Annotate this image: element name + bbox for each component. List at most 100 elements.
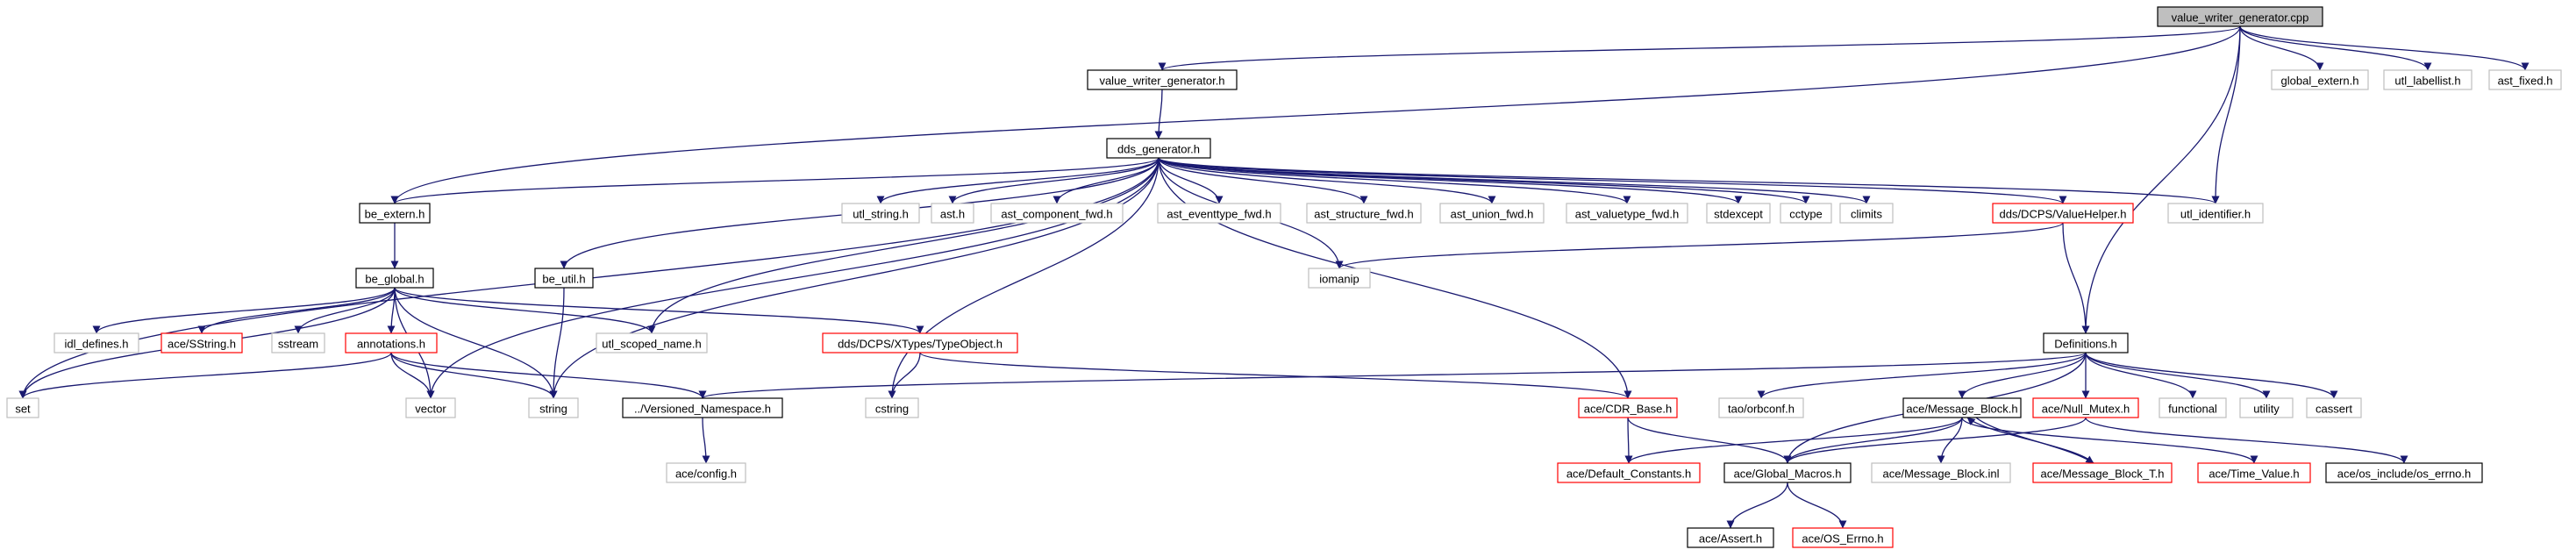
edge-definitions_h-to-message_block_h <box>1958 352 2087 399</box>
edge-annotations_h-to-set <box>18 352 392 399</box>
node-set: set <box>6 397 39 418</box>
node-sstream: sstream <box>271 332 325 353</box>
node-cdr_base_h[interactable]: ace/CDR_Base.h <box>1578 397 1678 418</box>
node-default_constants_h[interactable]: ace/Default_Constants.h <box>1557 462 1701 483</box>
edge-dds_generator_h-to-utl_scoped_name_h <box>647 157 1160 334</box>
edge-dds_generator_h-to-cstring <box>888 157 1160 399</box>
edge-message_block_t_h-to-message_block_h <box>1966 417 2094 464</box>
node-ast_union_fwd_h: ast_union_fwd.h <box>1439 203 1545 224</box>
edge-dds_generator_h-to-utl_identifier_h <box>1158 157 2220 204</box>
node-time_value_h[interactable]: ace/Time_Value.h <box>2197 462 2311 483</box>
node-box-utl_string_h <box>841 203 920 224</box>
node-box-definitions_h <box>2043 332 2129 353</box>
edge-be_global_h-to-sstring_h <box>197 287 396 334</box>
node-box-value_writer_generator_cpp <box>2157 6 2323 27</box>
node-label-orbconf_h: tao/orbconf.h <box>1728 403 1795 416</box>
node-label-climits: climits <box>1851 208 1883 221</box>
edge-dds_generator_h-to-climits <box>1158 157 1871 204</box>
node-versioned_namespace_h[interactable]: ../Versioned_Namespace.h <box>622 397 783 418</box>
node-box-sstring_h <box>161 332 243 353</box>
node-label-sstream: sstream <box>278 338 318 351</box>
node-be_global_h[interactable]: be_global.h <box>355 268 434 289</box>
node-utl_identifier_h: utl_identifier.h <box>2167 203 2264 224</box>
node-box-global_macros_h <box>1723 462 1852 483</box>
node-label-annotations_h: annotations.h <box>357 338 425 351</box>
node-label-valuehelper_h: dds/DCPS/ValueHelper.h <box>1999 208 2126 221</box>
edge-null_mutex_h-to-os_errno_include_h <box>2085 417 2408 464</box>
node-string: string <box>528 397 579 418</box>
node-box-annotations_h <box>345 332 438 353</box>
node-typeobject_h[interactable]: dds/DCPS/XTypes/TypeObject.h <box>822 332 1018 353</box>
node-null_mutex_h[interactable]: ace/Null_Mutex.h <box>2032 397 2139 418</box>
node-idl_defines_h: idl_defines.h <box>54 332 139 353</box>
node-label-be_global_h: be_global.h <box>365 273 424 286</box>
edge-value_writer_generator_cpp-to-utl_labellist_h <box>2239 25 2432 71</box>
edge-typeobject_h-to-cstring <box>888 352 921 399</box>
node-os_errno_h[interactable]: ace/OS_Errno.h <box>1792 527 1894 548</box>
node-box-ast_structure_fwd_h <box>1306 203 1422 224</box>
edge-be_global_h-to-string <box>394 287 558 399</box>
node-label-ast_fixed_h: ast_fixed.h <box>2498 75 2553 88</box>
node-label-iomanip: iomanip <box>1319 273 1359 286</box>
node-box-stdexcept <box>1706 203 1771 224</box>
node-climits: climits <box>1839 203 1894 224</box>
node-label-idl_defines_h: idl_defines.h <box>65 338 129 351</box>
node-message_block_t_h[interactable]: ace/Message_Block_T.h <box>2032 462 2173 483</box>
node-label-definitions_h: Definitions.h <box>2054 338 2117 351</box>
node-label-utility: utility <box>2253 403 2280 416</box>
node-layer: value_writer_generator.cpp value_writer_g… <box>6 6 2562 548</box>
node-box-ast_h <box>931 203 974 224</box>
node-box-ast_valuetype_fwd_h <box>1566 203 1688 224</box>
node-message_block_h[interactable]: ace/Message_Block.h <box>1902 397 2022 418</box>
node-box-typeobject_h <box>822 332 1018 353</box>
node-global_extern_h: global_extern.h <box>2271 69 2369 90</box>
edge-definitions_h-to-orbconf_h <box>1757 352 2087 399</box>
node-value_writer_generator_h[interactable]: value_writer_generator.h <box>1087 69 1238 90</box>
node-annotations_h[interactable]: annotations.h <box>345 332 438 353</box>
node-label-set: set <box>15 403 31 416</box>
node-utl_scoped_name_h: utl_scoped_name.h <box>596 332 708 353</box>
node-be_util_h[interactable]: be_util.h <box>534 268 594 289</box>
node-os_errno_include_h[interactable]: ace/os_include/os_errno.h <box>2325 462 2483 483</box>
node-assert_h[interactable]: ace/Assert.h <box>1687 527 1774 548</box>
node-global_macros_h[interactable]: ace/Global_Macros.h <box>1723 462 1852 483</box>
node-definitions_h[interactable]: Definitions.h <box>2043 332 2129 353</box>
node-utility: utility <box>2239 397 2294 418</box>
node-ast_valuetype_fwd_h: ast_valuetype_fwd.h <box>1566 203 1688 224</box>
node-label-ast_component_fwd_h: ast_component_fwd.h <box>1001 208 1112 221</box>
node-be_extern_h[interactable]: be_extern.h <box>359 203 431 224</box>
edge-cdr_base_h-to-global_macros_h <box>1627 417 1792 464</box>
node-label-global_macros_h: ace/Global_Macros.h <box>1734 468 1842 481</box>
node-label-null_mutex_h: ace/Null_Mutex.h <box>2042 403 2130 416</box>
node-label-ast_eventtype_fwd_h: ast_eventtype_fwd.h <box>1167 208 1271 221</box>
edge-valuehelper_h-to-iomanip <box>1335 222 2064 269</box>
node-box-orbconf_h <box>1718 397 1804 418</box>
node-value_writer_generator_cpp[interactable]: value_writer_generator.cpp <box>2157 6 2323 27</box>
node-cassert: cassert <box>2306 397 2362 418</box>
node-label-cassert: cassert <box>2316 403 2352 416</box>
node-label-default_constants_h: ace/Default_Constants.h <box>1566 468 1691 481</box>
node-box-versioned_namespace_h <box>622 397 783 418</box>
node-box-default_constants_h <box>1557 462 1701 483</box>
edge-message_block_h-to-message_block_inl <box>1937 417 1963 464</box>
node-valuehelper_h[interactable]: dds/DCPS/ValueHelper.h <box>1992 203 2134 224</box>
node-label-time_value_h: ace/Time_Value.h <box>2209 468 2299 481</box>
node-label-functional: functional <box>2168 403 2217 416</box>
edge-definitions_h-to-utility <box>2085 352 2271 399</box>
node-sstring_h[interactable]: ace/SString.h <box>161 332 243 353</box>
node-box-ast_component_fwd_h <box>990 203 1124 224</box>
node-box-os_errno_h <box>1792 527 1894 548</box>
edge-annotations_h-to-versioned_namespace_h <box>390 352 707 399</box>
node-iomanip: iomanip <box>1308 268 1371 289</box>
node-label-message_block_t_h: ace/Message_Block_T.h <box>2041 468 2165 481</box>
edge-value_writer_generator_cpp-to-ast_fixed_h <box>2239 25 2530 71</box>
node-box-be_extern_h <box>359 203 431 224</box>
edge-typeobject_h-to-cdr_base_h <box>919 352 1632 399</box>
node-dds_generator_h[interactable]: dds_generator.h <box>1106 138 1211 159</box>
edge-dds_generator_h-to-ast_union_fwd_h <box>1158 157 1496 204</box>
node-label-stdexcept: stdexcept <box>1714 208 1763 221</box>
node-box-ast_eventtype_fwd_h <box>1157 203 1281 224</box>
node-box-time_value_h <box>2197 462 2311 483</box>
node-box-climits <box>1839 203 1894 224</box>
